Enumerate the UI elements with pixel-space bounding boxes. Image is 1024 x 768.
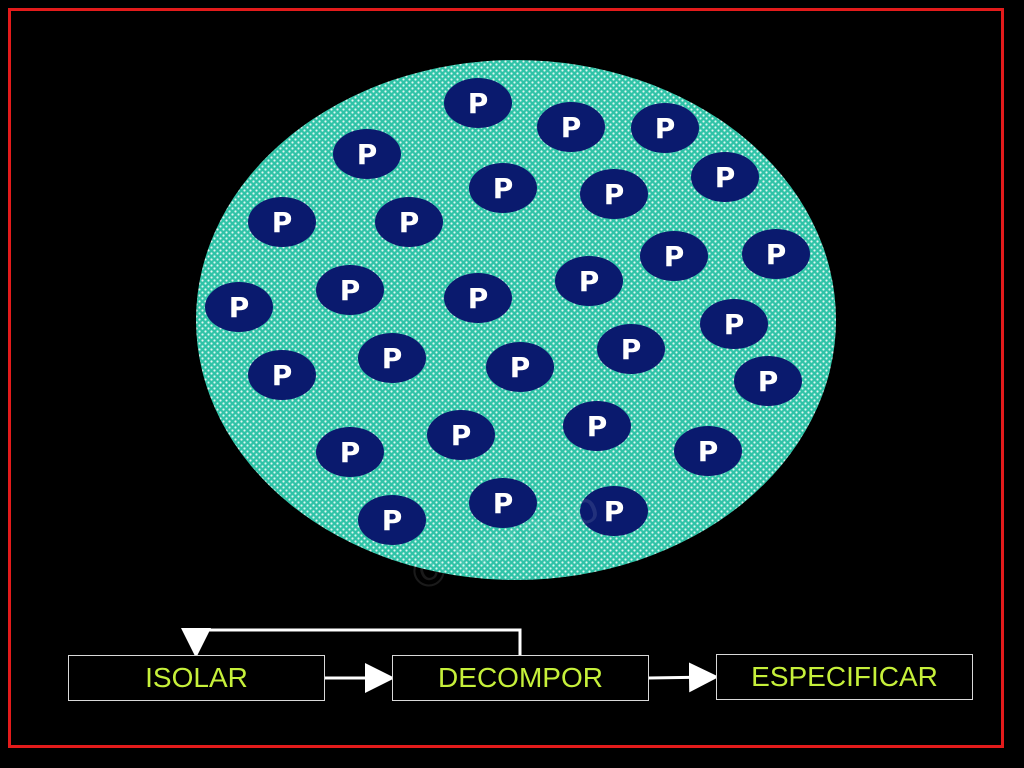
p-node-shape xyxy=(248,197,316,247)
p-node-shape xyxy=(248,350,316,400)
p-node-shape xyxy=(700,299,768,349)
p-node: P xyxy=(469,163,537,213)
p-node-shape xyxy=(537,102,605,152)
p-node-label: P xyxy=(664,240,685,273)
p-node-label: P xyxy=(766,238,787,271)
p-node-shape xyxy=(316,427,384,477)
p-node-shape xyxy=(444,78,512,128)
p-node-label: P xyxy=(493,172,514,205)
p-node: P xyxy=(537,102,605,152)
p-node-label: P xyxy=(451,419,472,452)
p-node-label: P xyxy=(272,206,293,239)
p-node: P xyxy=(333,129,401,179)
p-node-shape xyxy=(375,197,443,247)
p-node-label: P xyxy=(510,351,531,384)
p-node: P xyxy=(469,478,537,528)
p-node-label: P xyxy=(340,436,361,469)
isolar-box: ISOLAR xyxy=(68,655,325,701)
p-node: P xyxy=(358,333,426,383)
p-node: P xyxy=(375,197,443,247)
p-node: P xyxy=(486,342,554,392)
p-node-label: P xyxy=(621,333,642,366)
p-node: P xyxy=(316,427,384,477)
p-node-shape xyxy=(469,163,537,213)
p-node: P xyxy=(248,197,316,247)
p-node-label: P xyxy=(272,359,293,392)
p-node-shape xyxy=(316,265,384,315)
p-node-shape xyxy=(469,478,537,528)
p-node: P xyxy=(316,265,384,315)
p-node: P xyxy=(427,410,495,460)
p-node: P xyxy=(691,152,759,202)
p-node-label: P xyxy=(604,178,625,211)
p-node-shape xyxy=(555,256,623,306)
p-node: P xyxy=(555,256,623,306)
p-node: P xyxy=(358,495,426,545)
p-node-shape xyxy=(691,152,759,202)
p-node-shape xyxy=(640,231,708,281)
p-node-label: P xyxy=(382,504,403,537)
p-node: P xyxy=(742,229,810,279)
p-node: P xyxy=(674,426,742,476)
p-node-label: P xyxy=(655,112,676,145)
isolar-label: ISOLAR xyxy=(145,662,248,693)
p-node: P xyxy=(580,169,648,219)
p-node-label: P xyxy=(468,282,489,315)
p-node: P xyxy=(597,324,665,374)
p-node-shape xyxy=(580,169,648,219)
p-node-shape xyxy=(358,333,426,383)
p-node: P xyxy=(580,486,648,536)
p-node: P xyxy=(700,299,768,349)
p-node: P xyxy=(563,401,631,451)
p-node-label: P xyxy=(340,274,361,307)
feedback-arrow xyxy=(181,628,522,658)
p-node-label: P xyxy=(758,365,779,398)
p-node-label: P xyxy=(587,410,608,443)
p-node-shape xyxy=(205,282,273,332)
decompor-box: DECOMPOR xyxy=(392,655,649,701)
p-node: P xyxy=(248,350,316,400)
p-node-shape xyxy=(597,324,665,374)
p-node: P xyxy=(444,78,512,128)
p-node-shape xyxy=(486,342,554,392)
decompor-label: DECOMPOR xyxy=(438,662,603,693)
especificar-label: ESPECIFICAR xyxy=(751,661,938,692)
p-node-shape xyxy=(427,410,495,460)
p-node-label: P xyxy=(715,161,736,194)
p-node-label: P xyxy=(579,265,600,298)
p-node-label: P xyxy=(468,87,489,120)
p-node-label: P xyxy=(698,435,719,468)
p-node-shape xyxy=(742,229,810,279)
slide-frame xyxy=(8,8,1004,748)
p-node-label: P xyxy=(229,291,250,324)
p-node-shape xyxy=(580,486,648,536)
p-node-label: P xyxy=(561,111,582,144)
p-node-shape xyxy=(333,129,401,179)
p-node-shape xyxy=(444,273,512,323)
p-node-label: P xyxy=(357,138,378,171)
p-node-shape xyxy=(734,356,802,406)
p-node-shape xyxy=(674,426,742,476)
p-node: P xyxy=(205,282,273,332)
p-node-label: P xyxy=(399,206,420,239)
p-node: P xyxy=(734,356,802,406)
especificar-box: ESPECIFICAR xyxy=(716,654,973,700)
p-node-label: P xyxy=(382,342,403,375)
p-node-shape xyxy=(631,103,699,153)
p-node-label: P xyxy=(493,487,514,520)
p-node: P xyxy=(444,273,512,323)
p-node-label: P xyxy=(604,495,625,528)
p-node-label: P xyxy=(724,308,745,341)
p-node: P xyxy=(631,103,699,153)
arrow-decompor-especificar xyxy=(648,662,719,693)
p-node-shape xyxy=(563,401,631,451)
p-node: P xyxy=(640,231,708,281)
p-node-shape xyxy=(358,495,426,545)
